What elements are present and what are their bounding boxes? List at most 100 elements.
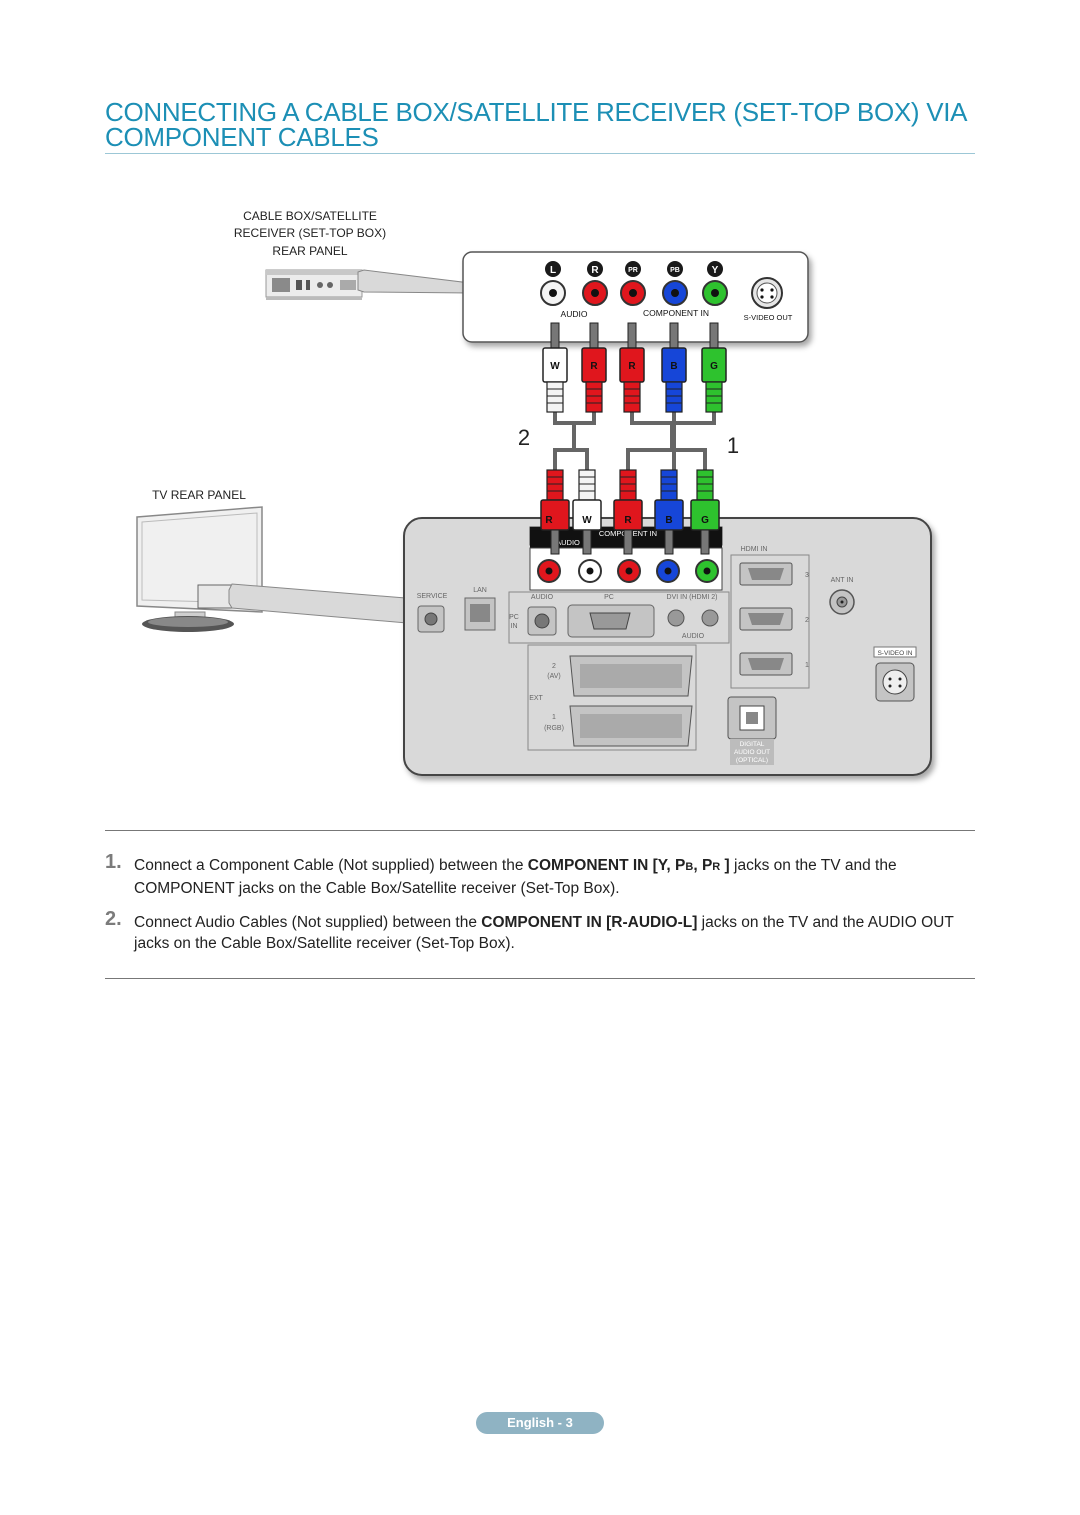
step-2-post: jacks on the TV and the AUDIO OUT jacks … (134, 914, 954, 952)
step-1: 1. Connect a Component Cable (Not suppli… (105, 851, 975, 899)
tv-rear-panel-label: TV REAR PANEL (152, 488, 246, 502)
tv-hdmi-port-2 (739, 607, 793, 631)
step-1-pre: Connect a Component Cable (Not supplied)… (134, 857, 528, 874)
stb-jack-symbols: L R PR PB Y (545, 261, 723, 277)
stb-svideo-out-jack (751, 277, 783, 309)
top-plug-white-label: W (550, 361, 560, 372)
steps-bottom-rule (105, 978, 975, 979)
step-1-sub-2: R (712, 861, 721, 873)
tv-ant-in-label: ANT IN (831, 577, 854, 584)
stb-jacks (540, 280, 728, 306)
tv-dvi-audio-label: AUDIO (682, 633, 705, 640)
step-1-bold-1: COMPONENT IN [Y, P (527, 857, 686, 874)
top-plug-green-label: G (710, 361, 718, 372)
stb-label-line3: REAR PANEL (272, 244, 347, 258)
tv-ext1-type: (RGB) (544, 725, 564, 732)
bottom-plug-blue-label: B (665, 515, 672, 526)
step-2: 2. Connect Audio Cables (Not supplied) b… (105, 908, 975, 954)
tv-lan-port (464, 597, 496, 631)
steps-top-rule (105, 830, 975, 831)
stb-callout (357, 269, 471, 294)
stb-symbol-y: Y (712, 265, 719, 276)
top-plug-red-video-label: R (628, 361, 636, 372)
tv-optical-label-1: DIGITAL (740, 741, 765, 748)
tv-dvi-audio-jacks (667, 609, 719, 627)
bottom-plug-blue: B (654, 469, 684, 555)
stb-thumbnail (265, 269, 363, 300)
step-2-bold: COMPONENT IN [R-AUDIO-L] (481, 914, 698, 931)
stb-label-line2: RECEIVER (SET-TOP BOX) (234, 226, 386, 240)
stb-symbol-l: L (550, 265, 556, 276)
top-plug-red-video: R (619, 322, 645, 413)
tv-hdmi-in-label: HDMI IN (741, 546, 768, 553)
tv-service-port (417, 605, 445, 633)
tv-hdmi-1-label: 1 (805, 662, 809, 669)
step-1-bold-2: , P (693, 857, 713, 874)
tv-svideo-in-label: S-VIDEO IN (877, 650, 912, 657)
cables (553, 412, 716, 470)
tv-svideo-in-jack (875, 662, 915, 702)
top-plug-blue: B (661, 322, 687, 413)
step-1-number: 1. (105, 851, 122, 873)
tv-hdmi-port-3 (739, 562, 793, 586)
tv-ext1-number: 1 (552, 714, 556, 721)
step-1-text: Connect a Component Cable (Not supplied)… (134, 855, 975, 899)
tv-pc-audio-label: AUDIO (531, 594, 554, 601)
connection-diagram: CABLE BOX/SATELLITE RECEIVER (SET-TOP BO… (136, 209, 932, 776)
bottom-plug-red-audio: R (540, 469, 570, 555)
tv-service-label: SERVICE (417, 593, 448, 600)
tv-vga-port (567, 604, 655, 638)
tv-ext2-number: 2 (552, 663, 556, 670)
tv-optical-label-2: AUDIO OUT (734, 749, 770, 756)
step-2-text: Connect Audio Cables (Not supplied) betw… (134, 912, 975, 954)
tv-hdmi-2-label: 2 (805, 617, 809, 624)
tv-pc-in-label-1: PC (509, 614, 519, 621)
tv-dvi-label: DVI IN (HDMI 2) (667, 594, 718, 601)
stb-symbol-r: R (591, 265, 599, 276)
tv-ext-label: EXT (529, 695, 543, 702)
step-1-post: jacks on the TV and the COMPONENT jacks … (134, 857, 897, 897)
stb-symbol-pr: PR (628, 267, 638, 274)
tv-callout (228, 583, 431, 626)
bottom-plug-red-video-label: R (624, 515, 632, 526)
top-plug-green: G (701, 322, 727, 413)
bottom-plug-red-video: R (613, 469, 643, 555)
step-1-sub-1: B (685, 861, 694, 873)
tv-lan-label: LAN (473, 587, 487, 594)
tv-optical-port (727, 696, 777, 740)
stb-label-line1: CABLE BOX/SATELLITE (243, 209, 377, 223)
tv-optical-label-3: (OPTICAL) (736, 757, 768, 764)
stb-symbol-pb: PB (670, 267, 680, 274)
tv-pc-in-label-2: IN (511, 623, 518, 630)
step-2-number: 2. (105, 908, 122, 930)
page-number-badge: English - 3 (476, 1412, 604, 1434)
tv-component-audio-label: AUDIO (556, 538, 580, 547)
top-plugs: W R R B G (542, 322, 727, 413)
bottom-plug-white-label: W (582, 515, 592, 526)
top-plug-red-audio: R (581, 322, 607, 413)
stb-audio-label: AUDIO (561, 309, 588, 319)
tv-thumbnail (136, 506, 263, 632)
cable-number-1: 1 (727, 433, 739, 458)
tv-pc-audio-jack (527, 606, 557, 636)
stb-component-in-label: COMPONENT IN (643, 308, 709, 318)
title-underline (105, 153, 975, 154)
bottom-plug-white: W (572, 469, 602, 555)
top-plug-blue-label: B (670, 361, 677, 372)
tv-pc-label: PC (604, 594, 614, 601)
bottom-plug-red-audio-label: R (545, 515, 553, 526)
tv-scart-1 (569, 705, 693, 747)
top-plug-white: W (542, 322, 568, 413)
stb-rear-panel: L R PR PB Y AUDIO COM (462, 251, 809, 343)
cable-number-2: 2 (518, 425, 530, 450)
tv-scart-2 (569, 655, 693, 697)
tv-hdmi-port-1 (739, 652, 793, 676)
bottom-plug-green: G (690, 469, 720, 555)
tv-hdmi-3-label: 3 (805, 572, 809, 579)
tv-rear-panel: COMPONENT IN AUDIO SERVICE LAN AUDIO PC … (403, 517, 932, 776)
bottom-plugs: R W R B G (540, 469, 720, 555)
stb-svideo-out-label: S-VIDEO OUT (744, 313, 793, 322)
step-2-pre: Connect Audio Cables (Not supplied) betw… (134, 914, 482, 931)
page-title: CONNECTING A CABLE BOX/SATELLITE RECEIVE… (105, 97, 966, 152)
tv-ext2-type: (AV) (547, 673, 560, 680)
